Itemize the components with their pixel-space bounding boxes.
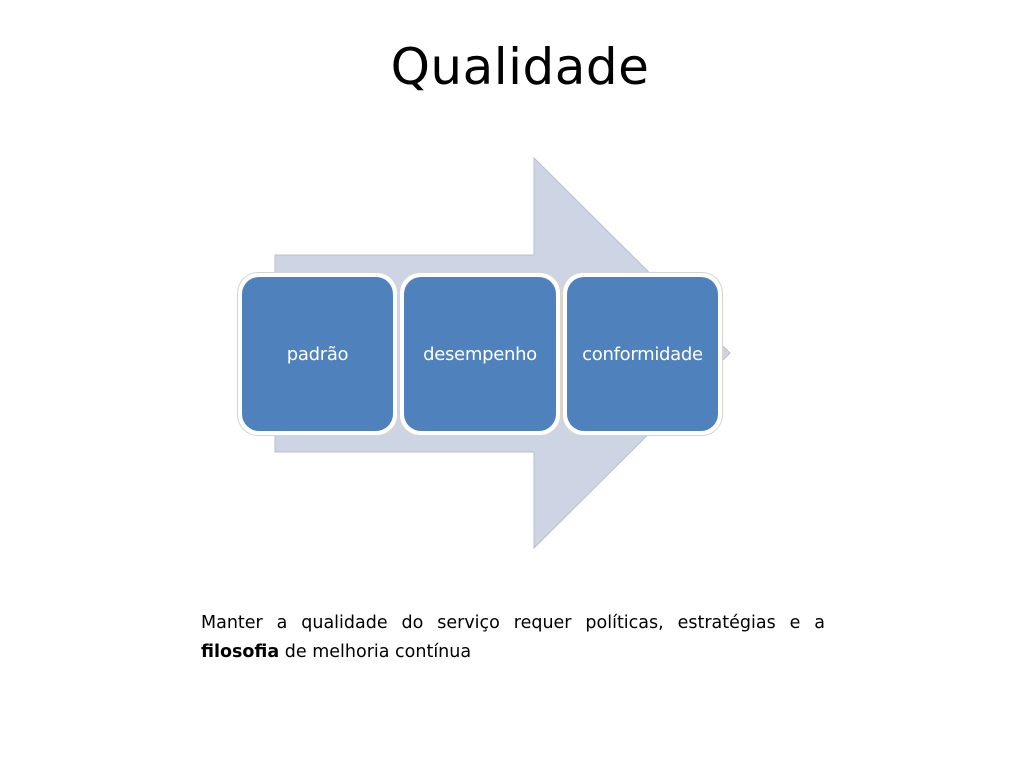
step-padrao: padrão — [238, 273, 397, 435]
step-box: conformidade — [567, 277, 718, 431]
step-desempenho: desempenho — [400, 273, 560, 435]
step-label: padrão — [286, 343, 349, 365]
slide-title: Qualidade — [390, 38, 650, 96]
step-box: desempenho — [404, 277, 556, 431]
caption-text: Manter a qualidade do serviço requer pol… — [201, 609, 825, 667]
step-box: padrão — [242, 277, 393, 431]
caption-part-2: de melhoria contínua — [279, 642, 472, 662]
caption-part-1: Manter a qualidade do serviço requer pol… — [201, 613, 825, 633]
step-label: desempenho — [423, 343, 537, 365]
step-conformidade: conformidade — [563, 273, 722, 435]
caption-bold-term: filosofia — [201, 642, 280, 662]
step-label: conformidade — [582, 343, 703, 365]
